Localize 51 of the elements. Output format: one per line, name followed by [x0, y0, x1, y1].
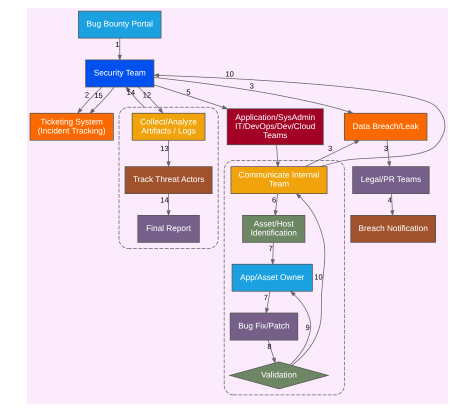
edge-label: 5: [186, 87, 190, 96]
edge-label: 3: [383, 144, 388, 153]
arrow: [152, 73, 445, 167]
arrow: [390, 193, 394, 216]
arrow: [275, 144, 280, 168]
edge-label: 6: [272, 195, 276, 204]
edge-label: 7: [263, 292, 268, 302]
arrow: [291, 193, 325, 366]
edge-label: 13: [160, 144, 168, 153]
node-box: Collect/Analyze Artifacts / Logs: [131, 112, 205, 141]
edge-label: 15: [94, 91, 102, 100]
node-box: Final Report: [136, 215, 200, 243]
arrow: [166, 140, 170, 168]
node-box: Track Threat Actors: [124, 166, 212, 194]
arrow: [289, 290, 311, 366]
edge-label: 3: [328, 144, 332, 154]
node-diamond: Validation: [228, 361, 330, 390]
arrow: [117, 38, 122, 61]
node-box: Legal/PR Teams: [352, 166, 430, 194]
node-box: Asset/Host Identification: [242, 215, 305, 243]
node-box: Ticketing System (Incident Tracking): [29, 112, 114, 141]
edge-label: 10: [224, 69, 234, 78]
arrow: [267, 340, 276, 364]
node-box: Communicate Internal Team: [230, 166, 327, 194]
node-box: Breach Notification: [350, 215, 436, 243]
arrow: [270, 242, 274, 266]
arrow: [166, 193, 170, 216]
node-box: Bug Fix/Patch: [229, 312, 298, 340]
edge-label: 3: [249, 82, 254, 91]
node-box: Application/SysAdmin IT/DevOps/Dev/Cloud Teams: [226, 108, 324, 146]
node-box: Security Team: [84, 60, 154, 88]
edge-label: 4: [387, 195, 392, 204]
edge-label: 7: [268, 244, 272, 254]
arrow: [88, 86, 114, 114]
arrow: [76, 86, 102, 114]
arrow: [153, 84, 228, 110]
node-box: Bug Bounty Portal: [78, 10, 161, 38]
edge-label: 10: [314, 272, 322, 282]
edge-label: 1: [114, 40, 120, 49]
edge-label: 2: [84, 90, 89, 100]
arrow: [264, 291, 270, 314]
edge-label: 14: [160, 195, 168, 204]
arrow: [153, 77, 354, 114]
edge-label: 9: [305, 323, 310, 332]
node-box: Data Breach/Leak: [343, 112, 427, 141]
node-box: App/Asset Owner: [231, 264, 312, 292]
arrow: [304, 140, 360, 167]
arrow: [273, 193, 278, 216]
edge-label: 8: [266, 342, 271, 352]
arrow: [137, 86, 163, 114]
arrow: [386, 140, 391, 168]
